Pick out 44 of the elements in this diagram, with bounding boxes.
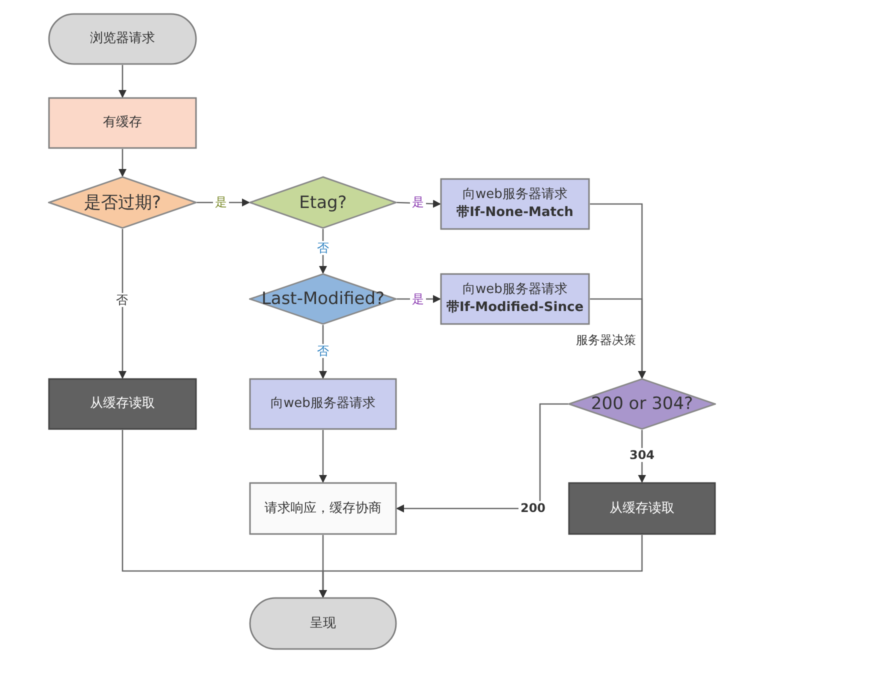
edge-label: 服务器决策 (574, 333, 638, 347)
node-text: 带If-Modified-Since (446, 299, 584, 317)
arrow (118, 149, 126, 177)
edge-label: 否 (315, 344, 331, 358)
node-text: Etag? (299, 194, 347, 212)
arrow (396, 403, 568, 512)
arrow (319, 430, 327, 483)
arrow (590, 298, 646, 379)
node-text: 向web服务器请求 (270, 395, 376, 413)
edge-label: 304 (627, 448, 657, 462)
node-text: Last-Modified? (261, 290, 385, 308)
arrow (118, 229, 126, 379)
edge-label: 否 (315, 241, 331, 255)
node-text: 浏览器请求 (90, 30, 155, 48)
arrow (197, 198, 250, 206)
process-box (48, 378, 197, 430)
decision-diamond (249, 176, 397, 229)
node-text: 从缓存读取 (90, 395, 155, 413)
process-box (440, 178, 590, 230)
decision-diamond (48, 176, 197, 229)
decision-diamond (568, 378, 716, 430)
node-text: 呈现 (310, 614, 336, 632)
edge-label: 否 (114, 293, 130, 307)
process-box (249, 378, 397, 430)
node-text: 是否过期? (84, 194, 162, 212)
node-text: 有缓存 (103, 114, 142, 132)
node-text: 向web服务器请求 (462, 281, 568, 299)
decision-diamond (249, 273, 397, 325)
node-text: 带If-None-Match (456, 204, 574, 222)
process-box (249, 482, 397, 535)
node-text: 向web服务器请求 (462, 186, 568, 204)
arrow (396, 200, 441, 208)
arrow (319, 535, 643, 598)
node-text: 200 or 304? (590, 395, 694, 413)
node-text: 从缓存读取 (610, 500, 674, 518)
edge-label: 200 (518, 501, 548, 515)
node-text: 请求响应，缓存协商 (264, 500, 382, 518)
process-box (48, 97, 197, 149)
arrow (118, 65, 126, 98)
edge-label: 是 (213, 195, 229, 209)
edge-label: 是 (410, 292, 426, 306)
process-box (440, 273, 590, 325)
edge-label: 是 (410, 195, 426, 209)
process-box (568, 482, 716, 535)
